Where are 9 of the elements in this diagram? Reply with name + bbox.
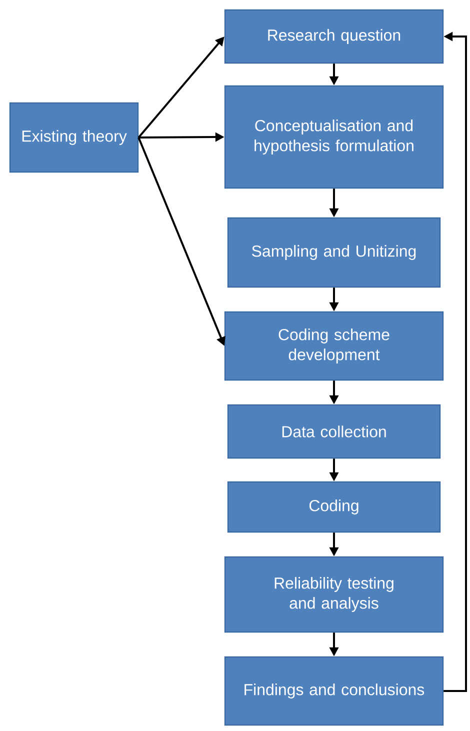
process-box: Coding bbox=[227, 481, 441, 533]
process-box: Findings and conclusions bbox=[224, 656, 444, 726]
process-box: Conceptualisation and hypothesis formulation bbox=[224, 85, 444, 189]
process-box: Sampling and Unitizing bbox=[227, 217, 441, 288]
process-box: Coding scheme development bbox=[224, 311, 444, 381]
process-box: Existing theory bbox=[9, 102, 139, 173]
process-box: Research question bbox=[224, 9, 444, 64]
process-box: Data collection bbox=[227, 404, 441, 459]
process-box: Reliability testing and analysis bbox=[224, 556, 444, 633]
